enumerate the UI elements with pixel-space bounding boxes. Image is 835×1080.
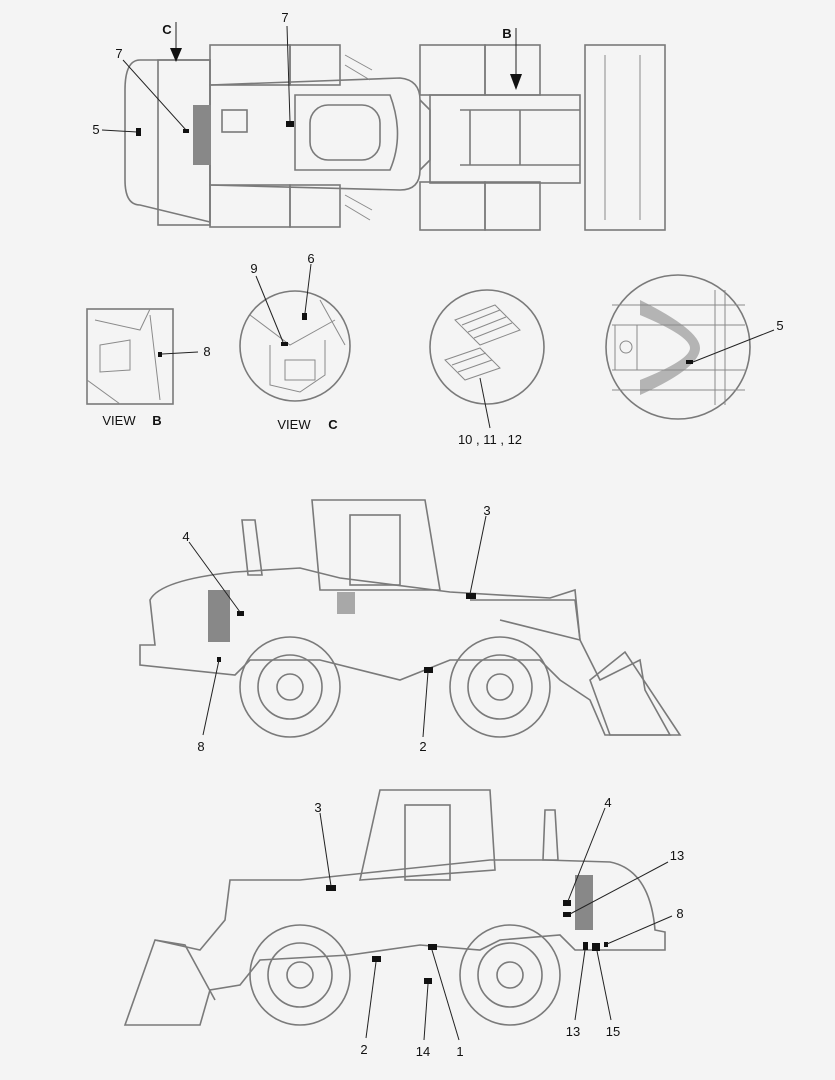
top-view-machine [124, 44, 666, 231]
callout-15: 15 [606, 1024, 620, 1039]
side-view-right-callouts: 3 4 13 8 2 14 1 13 15 [314, 795, 684, 1059]
callout-4: 4 [182, 529, 189, 544]
callout-6: 6 [307, 251, 314, 266]
view-label-letter: C [328, 417, 338, 432]
callout-3: 3 [483, 503, 490, 518]
callout-4: 4 [604, 795, 611, 810]
callout-b: B [502, 26, 511, 41]
callout-13: 13 [670, 848, 684, 863]
view-b-detail: 8 VIEW B [86, 308, 211, 428]
side-view-right-machine [123, 789, 666, 1026]
view-c-detail: 9 6 VIEW C [239, 251, 351, 432]
callout-7: 7 [115, 46, 122, 61]
arrow-down-icon [510, 74, 522, 90]
view-label-word: VIEW [102, 413, 136, 428]
callout-3: 3 [314, 800, 321, 815]
callout-10-11-12: 10 , 11 , 12 [458, 432, 522, 447]
arrow-down-icon [170, 48, 182, 62]
callout-8: 8 [197, 739, 204, 754]
callout-c: C [162, 22, 172, 37]
callout-8: 8 [203, 344, 210, 359]
callout-2: 2 [419, 739, 426, 754]
side-view-left-machine [139, 499, 682, 738]
view-label-letter: B [152, 413, 161, 428]
radiator-detail: 5 [605, 274, 784, 420]
callout-2: 2 [360, 1042, 367, 1057]
callout-9: 9 [250, 261, 257, 276]
callout-7: 7 [281, 10, 288, 25]
side-view-left-callouts: 4 3 8 2 [182, 503, 490, 754]
callout-5: 5 [776, 318, 783, 333]
callout-5: 5 [92, 122, 99, 137]
callout-8: 8 [676, 906, 683, 921]
callout-13: 13 [566, 1024, 580, 1039]
top-view-callouts: C 7 5 7 B [92, 10, 522, 137]
callout-1: 1 [456, 1044, 463, 1059]
tray-detail: 10 , 11 , 12 [429, 289, 545, 447]
callout-14: 14 [416, 1044, 430, 1059]
view-label-word: VIEW [277, 417, 311, 432]
